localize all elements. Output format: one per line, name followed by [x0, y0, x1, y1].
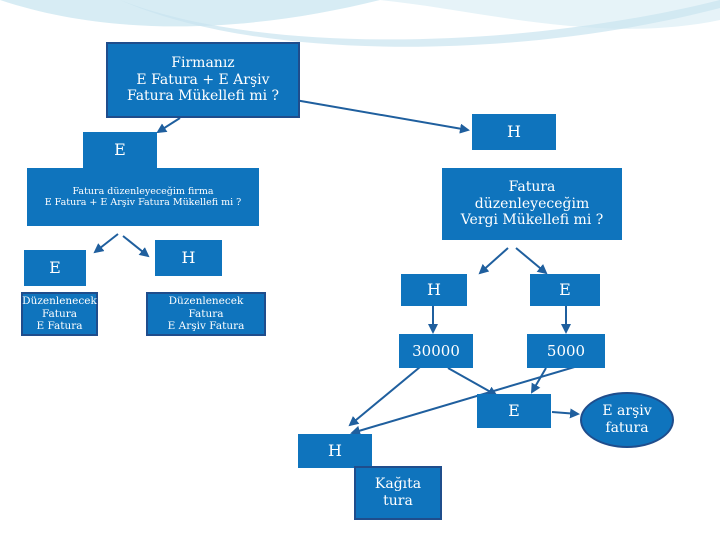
- root-no-node: H: [472, 114, 556, 150]
- tax-question-line-2: düzenleyeceğim: [474, 195, 590, 212]
- efatura-result-line-2: Fatura: [41, 307, 78, 320]
- tax-yes-node: E: [530, 274, 600, 306]
- earsiv-result-line-1: Düzenlenecek: [168, 295, 244, 308]
- over-limit-no-node: H: [298, 434, 372, 468]
- efatura-result-line-1: Düzenlenecek: [22, 295, 97, 308]
- root-question-line-2: E Fatura + E Arşiv: [136, 71, 270, 88]
- arrow-30000-to-yes: [447, 367, 498, 396]
- arrow-5000-to-no: [350, 362, 589, 436]
- earsiv-result-line-2: Fatura: [188, 307, 224, 320]
- root-question-box: Firmanız E Fatura + E Arşiv Fatura Mükel…: [106, 42, 300, 118]
- root-yes-node: E: [83, 132, 157, 168]
- root-question-line-1: Firmanız: [171, 54, 235, 71]
- recipient-no-node: H: [155, 240, 222, 276]
- limit-5000-node: 5000: [527, 334, 605, 368]
- arrow-5000-to-yes: [530, 367, 547, 394]
- paper-invoice-line-2: tura: [383, 493, 413, 509]
- recipient-yes-node: E: [24, 250, 86, 286]
- efatura-result-box: Düzenlenecek Fatura E Fatura: [21, 292, 98, 336]
- arrow-tax-to-yes: [515, 247, 548, 275]
- earsiv-invoice-node: E arşiv fatura: [580, 392, 674, 448]
- recipient-question-box: Fatura düzenleyeceğim firma E Fatura + E…: [27, 168, 259, 226]
- arrow-30000-to-no: [348, 366, 421, 427]
- earsiv-result-box: Düzenlenecek Fatura E Arşiv Fatura: [146, 292, 266, 336]
- earsiv-result-line-3: E Arşiv Fatura: [167, 320, 245, 333]
- arrow-yes-to-earsiv: [551, 408, 580, 419]
- tax-no-node: H: [401, 274, 467, 306]
- arrow-root-to-no: [294, 99, 470, 134]
- over-limit-yes-node: E: [477, 394, 551, 428]
- root-question-line-3: Fatura Mükellefi mi ?: [126, 88, 280, 105]
- efatura-result-line-3: E Fatura: [36, 320, 83, 333]
- limit-30000-node: 30000: [399, 334, 473, 368]
- arrow-tax-to-no: [478, 247, 509, 275]
- arrow-root-to-yes: [156, 117, 181, 134]
- paper-invoice-box: Kağıta tura: [354, 466, 442, 520]
- arrow-recipient-to-yes: [93, 233, 119, 254]
- tax-question-line-3: Vergi Mükellefi mi ?: [460, 212, 604, 229]
- recipient-question-line-2: E Fatura + E Arşiv Fatura Mükellefi mi ?: [44, 197, 242, 208]
- recipient-question-line-1: Fatura düzenleyeceğim firma: [72, 185, 214, 197]
- paper-invoice-line-1: Kağıta: [374, 476, 422, 493]
- tax-question-line-1: Fatura: [508, 178, 556, 195]
- tax-question-box: Fatura düzenleyeceğim Vergi Mükellefi mi…: [442, 168, 622, 240]
- earsiv-invoice-line-2: fatura: [605, 420, 649, 436]
- earsiv-invoice-line-1: E arşiv: [602, 403, 652, 420]
- arrow-recipient-to-no: [122, 235, 150, 258]
